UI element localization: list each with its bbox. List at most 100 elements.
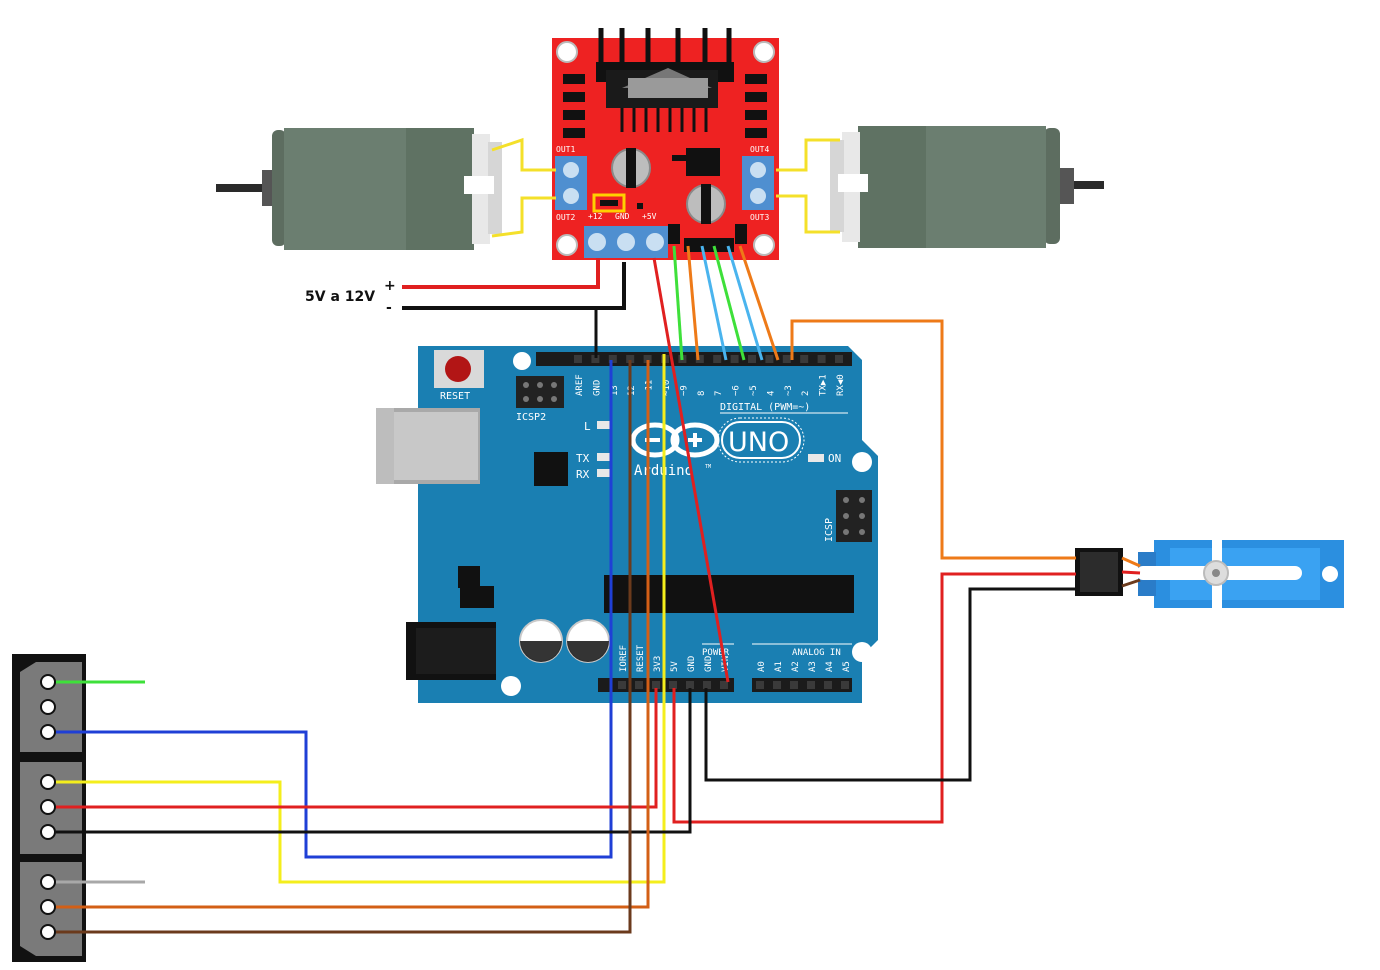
header-pin [835,355,843,363]
digital-pin-label: ~6 [732,385,742,396]
out3-label: OUT3 [750,213,769,222]
analog-pin-label: A5 [842,661,852,672]
wire-enb [738,245,780,361]
mount-hole-icon [556,41,578,63]
digital-pin-label: TX▶1 [819,374,829,396]
header-pin [695,355,704,363]
usb-connector [376,408,480,484]
mount-hole-icon [852,642,872,662]
digital-pin-label: ~5 [749,385,759,396]
power-label: POWER [702,648,730,658]
digital-pin-label: AREF [575,374,585,396]
wire-sensor-orange [56,360,650,909]
header-pin [790,681,798,689]
header-pin [824,681,832,689]
led-l [597,421,610,429]
header-pin [773,681,781,689]
header-pin [748,355,756,363]
analog-pin-label: A1 [774,661,784,672]
term-gnd-label: GND [615,212,630,221]
header-pin [669,681,677,689]
header-pin [841,681,849,689]
wire-motor-right-b [776,194,840,234]
voltage-regulator [458,566,480,588]
servo-cable [1121,556,1141,588]
digital-pin-label: 13 [610,385,620,396]
wire-in1 [686,245,700,361]
power-pin-label: GND [687,656,697,672]
icsp-label: ICSP [824,518,835,542]
arduino-logo-icon [630,422,720,458]
led-tx [597,453,610,461]
wire-servo-power [672,572,1076,824]
digital-pin-label: 8 [697,391,707,396]
header-pin [807,681,815,689]
header-pin [782,355,791,363]
header-pin [756,681,764,689]
header-pin [643,355,652,363]
power-pin-label: 3V3 [653,656,663,672]
on-label: ON [828,452,841,465]
digital-pin-label: ~9 [679,385,689,396]
analog-pin-label: A4 [825,661,835,672]
header-pin [652,681,660,689]
digital-pin-label: ~10 [662,380,672,396]
mount-hole-icon [501,676,521,696]
ena-pin [668,224,680,244]
digital-pin-label: 4 [766,391,776,396]
wire-driver-5v-vin [652,257,730,683]
analog-in-label: ANALOG IN [792,648,841,658]
icsp-header [836,490,872,542]
header-pin [574,355,582,363]
led-rx [597,469,610,477]
uno-label: UNO [728,427,789,458]
out2-label: OUT2 [556,213,575,222]
left-dc-motor [216,128,502,250]
header-pin [608,355,617,363]
term-12v-label: +12 [588,212,603,221]
power-pin-label: RESET [636,644,646,672]
right-dc-motor [830,126,1104,248]
mount-hole-icon [852,452,872,472]
header-pin [765,355,774,363]
reset-button[interactable] [434,350,484,388]
digital-pin-label: 12 [627,385,637,396]
wire-ena [672,245,684,361]
header-pin [800,355,809,363]
digital-pin-label: 7 [714,391,724,396]
wire-sensor-yellow [56,354,666,884]
power-pin-label: GND [704,656,714,672]
mount-hole-icon [513,352,531,370]
header-pin [626,355,635,363]
out1-label: OUT1 [556,145,575,154]
header-pin [686,681,694,689]
digital-pin-label: GND [592,380,602,396]
mount-hole-icon [753,234,775,256]
wires [56,137,1076,934]
digital-pin-label: ~3 [784,385,794,396]
enable-jumper[interactable] [592,193,626,213]
term-5v-label: +5V [642,212,657,221]
wire-motor-right-a [776,138,840,172]
power-pin-label: 5V [670,661,680,672]
wire-motor-left-b [491,196,556,238]
servo-connector [1075,548,1123,596]
wire-in2 [700,245,728,361]
supply-voltage-label: 5V a 12V [305,289,375,305]
header-pin [591,355,600,363]
header-pin [713,355,722,363]
supply-plus-label: + [384,278,396,294]
led-on [808,454,824,462]
servo-motor [1136,530,1344,616]
enb-pin [735,224,747,244]
led-tx-label: TX [576,452,590,465]
wire-servo-signal [790,319,1076,560]
header-pin [730,355,739,363]
analog-pin-label: A0 [757,661,767,672]
wire-supply-negative [402,262,626,310]
power-pin-label: IOREF [619,645,629,672]
connector-block-1 [12,654,86,758]
supply-minus-label: - [386,300,392,316]
